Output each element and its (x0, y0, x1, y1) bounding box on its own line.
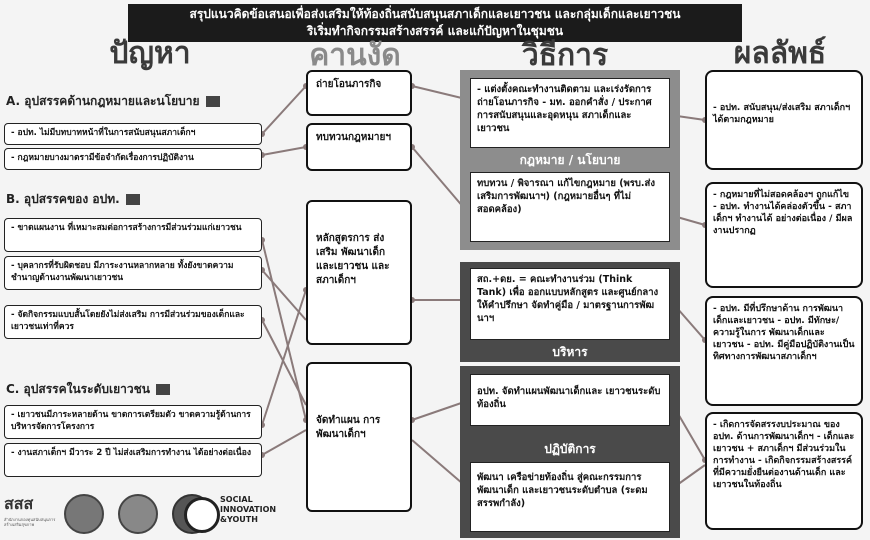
problem-section-a-title: A. อุปสรรคด้านกฎหมายและนโยบาย (6, 92, 261, 111)
social-innovation-youth-icon (184, 497, 220, 533)
admin-label: บริหาร (552, 345, 588, 359)
problem-b-item-3: - จัดกิจกรรมแบบสั้นโดยยังไม่ส่งเสริม การ… (4, 305, 262, 339)
seal-logo-2 (118, 494, 158, 534)
sss-logo-text: สสส (4, 494, 34, 513)
column-header-problems: ปัญหา (109, 36, 191, 71)
problem-a-item-2: - กฎหมายบางมาตรามีข้อจำกัดเรื่องการปฏิบั… (4, 148, 262, 170)
method-law-item-2: ทบทวน / พิจารณา แก้ไขกฎหมาย (พรบ.ส่งเสริ… (470, 172, 670, 242)
column-header-actions: คานงัด (309, 38, 401, 73)
problem-section-b-title: B. อุปสรรคของ อปท. (6, 190, 261, 209)
problem-section-b-label: B. อุปสรรคของ อปท. (6, 192, 120, 206)
siy-line-3: &YOUTH (220, 515, 258, 524)
problem-b-item-2: - บุคลากรที่รับผิดชอบ มีภาระงานหลากหลาย … (4, 256, 262, 290)
problem-c-item-1: - เยาวชนมีภาระหลายด้าน ขาดการเตรียมตัว ข… (4, 405, 262, 439)
problem-c-item-2: - งานสภาเด็กฯ มีวาระ 2 ปี ไม่ส่งเสริมการ… (4, 443, 262, 477)
method-practice-item-2: พัฒนา เครือข่ายท้องถิ่น สู่คณะกรรมการพัฒ… (470, 462, 670, 532)
problem-section-a-label: A. อุปสรรคด้านกฎหมายและนโยบาย (6, 94, 200, 108)
law-policy-label: กฎหมาย / นโยบาย (519, 153, 621, 167)
warning-icon (205, 96, 220, 107)
action-development-plan: จัดทำแผน การพัฒนาเด็กฯ (306, 362, 412, 512)
warning-icon (125, 194, 140, 205)
column-header-methods: วิธีการ (521, 38, 609, 73)
problem-section-c-title: C. อุปสรรคในระดับเยาวชน (6, 380, 261, 399)
problem-section-c-label: C. อุปสรรคในระดับเยาวชน (6, 382, 150, 396)
result-4: - เกิดการจัดสรรงบประมาณ ของ อปท. ด้านการ… (705, 412, 863, 530)
result-3: - อปท. มีที่ปรึกษาด้าน การพัฒนาเด็กและเย… (705, 296, 863, 406)
title-banner: สรุปแนวคิดข้อเสนอเพื่อส่งเสริมให้ท้องถิ่… (128, 4, 742, 42)
column-header-results: ผลลัพธ์ (733, 36, 827, 71)
action-curriculum: หลักสูตรการ ส่งเสริม พัฒนาเด็ก และเยาวชน… (306, 200, 412, 345)
method-practice-item-1: อปท. จัดทำแผนพัฒนาเด็กและ เยาวชนระดับท้อ… (470, 374, 670, 426)
sss-logo-subtitle: สำนักงานกองทุนสนับสนุนการสร้างเสริมสุขภา… (4, 517, 56, 527)
result-2: - กฎหมายที่ไม่สอดคล้องฯ ถูกแก้ไข - อปท. … (705, 182, 863, 288)
method-law-item-1: - แต่งตั้งคณะทำงานติดตาม และเร่งรัดการถ่… (470, 78, 670, 148)
practice-label: ปฏิบัติการ (544, 442, 596, 456)
warning-icon (155, 384, 170, 395)
siy-line-2: INNOVATION (220, 505, 277, 514)
action-review-law: ทบทวนกฎหมายฯ (306, 123, 412, 171)
sss-logo: สสส สำนักงานกองทุนสนับสนุนการสร้างเสริมส… (4, 492, 58, 527)
result-1: - อปท. สนับสนุน/ส่งเสริม สภาเด็กฯ ได้ตาม… (705, 70, 863, 170)
title-line-2: ริเริ่มทำกิจกรรมสร้างสรรค์ และแก้ปัญหาใน… (306, 24, 564, 38)
action-transfer-mission: ถ่ายโอนภารกิจ (306, 70, 412, 116)
title-line-1: สรุปแนวคิดข้อเสนอเพื่อส่งเสริมให้ท้องถิ่… (189, 7, 681, 21)
social-innovation-youth-logo: SOCIAL INNOVATION &YOUTH (220, 495, 276, 525)
method-admin-item: สถ.+ดย. = คณะทำงานร่วม (Think Tank) เพื่… (470, 268, 670, 340)
siy-line-1: SOCIAL (220, 495, 253, 504)
problem-b-item-1: - ขาดแผนงาน ที่เหมาะสมต่อการสร้างการมีส่… (4, 218, 262, 252)
seal-logo-1 (64, 494, 104, 534)
problem-a-item-1: - อปท. ไม่มีบทบาทหน้าที่ในการสนับสนุนสภา… (4, 123, 262, 145)
